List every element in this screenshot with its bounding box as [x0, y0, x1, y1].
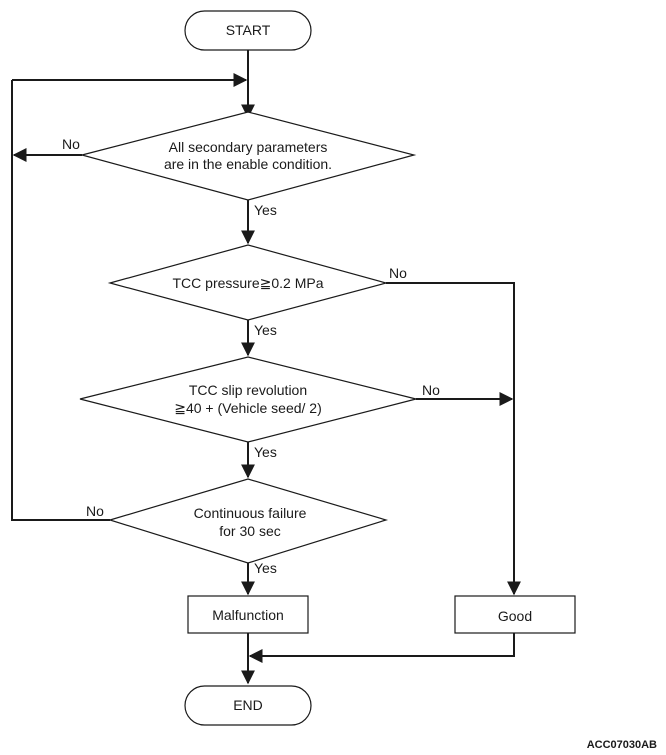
connectors: [11, 50, 521, 685]
decision-tcc-pressure-line1: TCC pressure≧0.2 MPa: [173, 275, 324, 291]
good-label: Good: [498, 608, 532, 624]
yes-label-d4: Yes: [254, 560, 277, 576]
decision-continuous-line1: Continuous failure: [194, 505, 307, 521]
no-label-d2: No: [389, 265, 407, 281]
decision-enable-condition: All secondary parameters are in the enab…: [79, 111, 417, 201]
yes-label-d1: Yes: [254, 202, 277, 218]
end-node: END: [184, 685, 312, 726]
malfunction-node: Malfunction: [187, 595, 309, 634]
decision-enable-line1: All secondary parameters: [169, 139, 328, 155]
yes-label-d3: Yes: [254, 444, 277, 460]
decision-tcc-slip-line1: TCC slip revolution: [189, 382, 307, 398]
start-label: START: [226, 22, 271, 38]
end-label: END: [233, 697, 263, 713]
figure-code: ACC07030AB: [587, 739, 657, 751]
no-label-d1: No: [62, 136, 80, 152]
no-label-d4: No: [86, 503, 104, 519]
decision-enable-line2: are in the enable condition.: [164, 156, 332, 172]
malfunction-label: Malfunction: [212, 607, 284, 623]
good-node: Good: [454, 595, 576, 634]
decision-tcc-slip: TCC slip revolution ≧40 + (Vehicle seed/…: [79, 356, 417, 443]
start-node: START: [184, 10, 312, 51]
decision-tcc-pressure: TCC pressure≧0.2 MPa: [107, 244, 389, 321]
decision-tcc-slip-line2: ≧40 + (Vehicle seed/ 2): [174, 400, 322, 416]
connector-good-end: [248, 633, 515, 663]
no-label-d3: No: [422, 382, 440, 398]
yes-label-d2: Yes: [254, 322, 277, 338]
decision-continuous-line2: for 30 sec: [219, 523, 280, 539]
connector-loop-left: [11, 80, 110, 521]
decision-continuous-failure: Continuous failure for 30 sec: [107, 478, 389, 564]
connector-d2-no: [386, 282, 521, 596]
